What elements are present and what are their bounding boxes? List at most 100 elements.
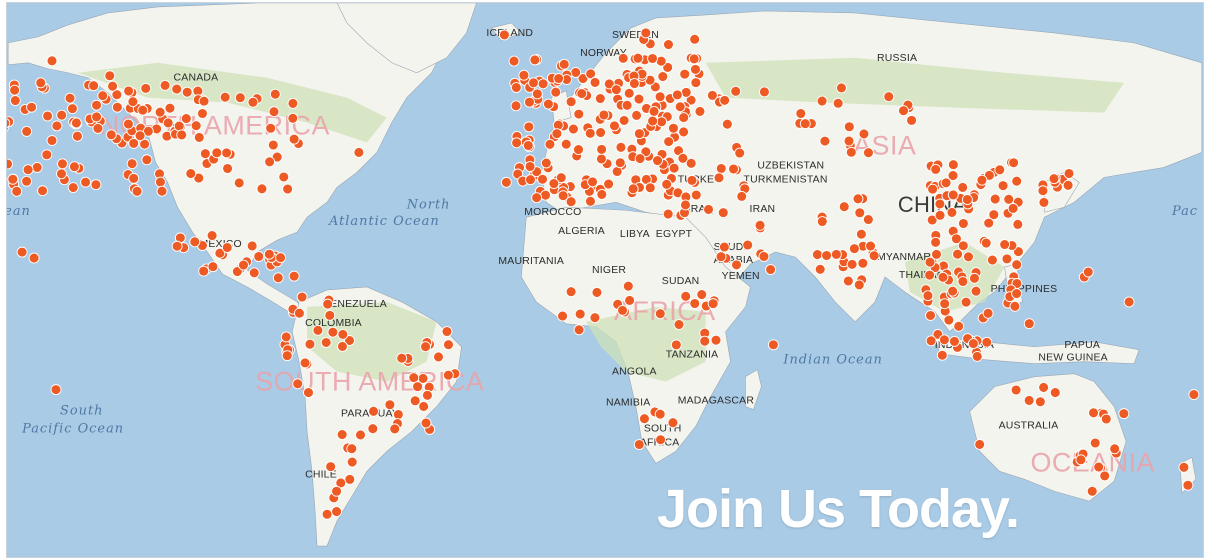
label-philippines: PHILIPPINES xyxy=(991,284,1058,295)
location-marker xyxy=(303,387,314,399)
location-marker xyxy=(1011,288,1023,299)
location-marker xyxy=(957,182,969,193)
location-marker xyxy=(355,429,366,441)
location-marker xyxy=(189,236,201,248)
location-marker xyxy=(596,143,608,155)
location-marker xyxy=(272,272,284,284)
location-marker xyxy=(7,158,13,170)
location-marker xyxy=(396,352,408,364)
land-australia xyxy=(969,373,1127,502)
location-marker xyxy=(591,287,603,298)
location-marker xyxy=(1075,454,1087,466)
location-marker xyxy=(594,93,606,104)
location-marker xyxy=(384,399,396,411)
location-marker xyxy=(567,123,579,135)
location-marker xyxy=(238,259,249,271)
location-marker xyxy=(680,199,691,211)
location-marker xyxy=(560,138,572,150)
location-marker xyxy=(618,115,630,126)
location-marker xyxy=(126,158,138,170)
location-marker xyxy=(540,157,552,169)
location-marker xyxy=(696,289,708,300)
location-marker xyxy=(986,254,998,266)
location-marker xyxy=(632,52,644,64)
location-marker xyxy=(644,182,656,194)
location-marker xyxy=(7,118,11,129)
location-marker xyxy=(246,240,258,252)
location-marker xyxy=(1012,218,1024,230)
location-marker xyxy=(525,174,536,186)
location-marker xyxy=(1089,437,1101,449)
location-marker xyxy=(865,240,876,252)
location-marker xyxy=(647,115,659,127)
label-yemen: YEMEN xyxy=(722,271,760,282)
location-marker xyxy=(951,233,962,245)
location-marker xyxy=(21,126,33,137)
location-marker xyxy=(963,251,974,263)
location-marker xyxy=(97,90,109,102)
location-marker xyxy=(441,326,453,337)
location-marker xyxy=(587,176,598,188)
location-marker xyxy=(976,174,988,186)
label-morocco: MOROCCO xyxy=(524,207,581,218)
location-marker xyxy=(197,108,208,119)
location-marker xyxy=(247,96,259,108)
location-marker xyxy=(528,77,539,89)
location-marker xyxy=(140,82,152,94)
location-marker xyxy=(947,170,959,182)
location-marker xyxy=(715,163,727,174)
location-marker xyxy=(1093,461,1105,473)
location-marker xyxy=(565,286,577,298)
location-marker xyxy=(111,89,123,101)
location-marker xyxy=(624,294,636,306)
location-marker xyxy=(654,308,666,320)
location-marker xyxy=(420,417,432,429)
location-marker xyxy=(26,101,38,113)
location-marker xyxy=(46,55,58,67)
location-marker xyxy=(207,261,219,273)
location-marker xyxy=(925,310,936,321)
location-marker xyxy=(699,335,711,347)
location-marker xyxy=(7,173,19,185)
location-marker xyxy=(422,389,433,401)
location-marker xyxy=(680,86,692,98)
location-marker xyxy=(531,88,543,100)
location-marker xyxy=(35,77,47,89)
location-marker xyxy=(960,296,972,308)
location-marker xyxy=(11,185,23,197)
location-marker xyxy=(576,88,588,100)
label-turkey: TURKEY xyxy=(678,174,722,185)
location-marker xyxy=(706,89,718,101)
location-marker xyxy=(181,86,193,98)
location-marker xyxy=(336,429,348,440)
location-marker xyxy=(154,176,166,188)
location-marker xyxy=(854,207,866,219)
join-us-headline: Join Us Today. xyxy=(657,479,1020,539)
location-marker xyxy=(631,109,643,121)
location-marker xyxy=(816,95,828,107)
location-marker xyxy=(957,218,969,229)
label-chile: CHILE xyxy=(305,469,337,480)
label-australia: AUSTRALIA xyxy=(999,420,1059,431)
location-marker xyxy=(104,70,116,82)
location-marker xyxy=(134,130,146,142)
forest-canada xyxy=(77,62,387,143)
location-marker xyxy=(1034,396,1046,408)
location-marker xyxy=(1088,407,1099,419)
location-marker xyxy=(595,153,607,165)
label-tanzania: TANZANIA xyxy=(666,350,719,361)
location-marker xyxy=(730,85,742,97)
location-marker xyxy=(926,214,938,226)
location-marker xyxy=(1188,389,1200,401)
location-marker xyxy=(190,120,202,132)
forest-siberia xyxy=(705,57,1125,113)
location-marker xyxy=(16,246,28,258)
location-marker xyxy=(690,63,701,75)
location-marker xyxy=(287,98,299,109)
location-marker xyxy=(234,92,246,104)
location-marker xyxy=(832,97,844,109)
location-marker xyxy=(443,339,454,351)
location-marker xyxy=(557,190,569,202)
label-indonesia: INDONESIA xyxy=(935,340,994,351)
location-marker xyxy=(694,105,706,117)
